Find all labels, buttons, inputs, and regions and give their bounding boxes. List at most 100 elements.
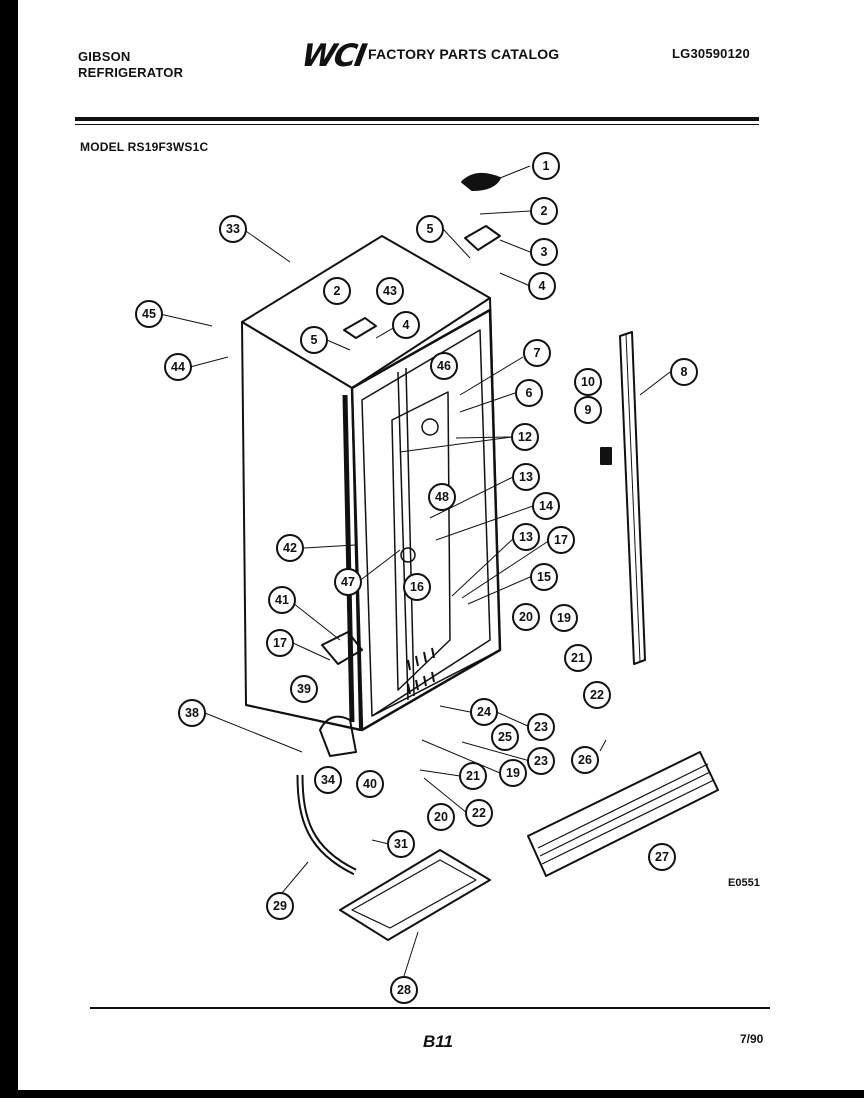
callout-5: 5 bbox=[416, 215, 444, 243]
callout-31: 31 bbox=[387, 830, 415, 858]
svg-text:16: 16 bbox=[410, 580, 424, 594]
callout-13b: 13 bbox=[512, 523, 540, 551]
callout-7: 7 bbox=[523, 339, 551, 367]
callout-9: 9 bbox=[574, 396, 602, 424]
callout-22b: 22 bbox=[465, 799, 493, 827]
svg-text:40: 40 bbox=[363, 777, 377, 791]
callout-2: 2 bbox=[530, 197, 558, 225]
svg-text:43: 43 bbox=[383, 284, 397, 298]
callout-15: 15 bbox=[530, 563, 558, 591]
svg-text:21: 21 bbox=[466, 769, 480, 783]
svg-text:27: 27 bbox=[655, 850, 669, 864]
svg-text:17: 17 bbox=[273, 636, 287, 650]
callout-16: 16 bbox=[403, 573, 431, 601]
svg-text:24: 24 bbox=[477, 705, 491, 719]
callout-4: 4 bbox=[528, 272, 556, 300]
svg-text:4: 4 bbox=[403, 318, 410, 332]
svg-text:13: 13 bbox=[519, 470, 533, 484]
cabinet-drawing bbox=[159, 165, 719, 977]
callout-25: 25 bbox=[491, 723, 519, 751]
callout-46: 46 bbox=[430, 352, 458, 380]
svg-text:48: 48 bbox=[435, 490, 449, 504]
svg-text:46: 46 bbox=[437, 359, 451, 373]
svg-text:4: 4 bbox=[539, 279, 546, 293]
svg-text:28: 28 bbox=[397, 983, 411, 997]
callout-6: 6 bbox=[515, 379, 543, 407]
svg-text:33: 33 bbox=[226, 222, 240, 236]
callout-20b: 20 bbox=[427, 803, 455, 831]
svg-text:19: 19 bbox=[557, 611, 571, 625]
callout-5b: 5 bbox=[300, 326, 328, 354]
svg-text:38: 38 bbox=[185, 706, 199, 720]
callout-19: 19 bbox=[550, 604, 578, 632]
callout-26: 26 bbox=[571, 746, 599, 774]
catalog-number: LG30590120 bbox=[672, 46, 750, 61]
callout-24: 24 bbox=[470, 698, 498, 726]
callout-2b: 2 bbox=[323, 277, 351, 305]
svg-text:20: 20 bbox=[434, 810, 448, 824]
svg-text:45: 45 bbox=[142, 307, 156, 321]
callout-23: 23 bbox=[527, 713, 555, 741]
svg-text:5: 5 bbox=[311, 333, 318, 347]
callout-43: 43 bbox=[376, 277, 404, 305]
svg-text:34: 34 bbox=[321, 773, 335, 787]
callout-33: 33 bbox=[219, 215, 247, 243]
svg-text:41: 41 bbox=[275, 593, 289, 607]
svg-text:2: 2 bbox=[334, 284, 341, 298]
svg-text:3: 3 bbox=[541, 245, 548, 259]
callout-17: 17 bbox=[547, 526, 575, 554]
callout-3: 3 bbox=[530, 238, 558, 266]
svg-text:44: 44 bbox=[171, 360, 185, 374]
callout-42: 42 bbox=[276, 534, 304, 562]
callout-8: 8 bbox=[670, 358, 698, 386]
footer-rule bbox=[90, 1007, 770, 1009]
callout-44: 44 bbox=[164, 353, 192, 381]
product-type: REFRIGERATOR bbox=[78, 65, 184, 80]
svg-text:42: 42 bbox=[283, 541, 297, 555]
svg-text:8: 8 bbox=[681, 365, 688, 379]
svg-text:21: 21 bbox=[571, 651, 585, 665]
callout-27: 27 bbox=[648, 843, 676, 871]
callout-22: 22 bbox=[583, 681, 611, 709]
callout-21b: 21 bbox=[459, 762, 487, 790]
callout-14: 14 bbox=[532, 492, 560, 520]
svg-text:19: 19 bbox=[506, 766, 520, 780]
svg-text:7: 7 bbox=[534, 346, 541, 360]
callout-13: 13 bbox=[512, 463, 540, 491]
callout-48: 48 bbox=[428, 483, 456, 511]
callout-20: 20 bbox=[512, 603, 540, 631]
svg-text:13: 13 bbox=[519, 530, 533, 544]
callout-28: 28 bbox=[390, 976, 418, 1004]
svg-text:15: 15 bbox=[537, 570, 551, 584]
svg-text:23: 23 bbox=[534, 720, 548, 734]
callout-39: 39 bbox=[290, 675, 318, 703]
svg-text:22: 22 bbox=[590, 688, 604, 702]
svg-text:23: 23 bbox=[534, 754, 548, 768]
svg-text:14: 14 bbox=[539, 499, 553, 513]
callout-1: 1 bbox=[532, 152, 560, 180]
header-rule-thin bbox=[75, 124, 759, 125]
svg-text:47: 47 bbox=[341, 575, 355, 589]
svg-text:25: 25 bbox=[498, 730, 512, 744]
callout-23b: 23 bbox=[527, 747, 555, 775]
revision-date: 7/90 bbox=[740, 1032, 764, 1046]
callout-29: 29 bbox=[266, 892, 294, 920]
svg-text:31: 31 bbox=[394, 837, 408, 851]
callout-21: 21 bbox=[564, 644, 592, 672]
callout-34: 34 bbox=[314, 766, 342, 794]
callout-17b: 17 bbox=[266, 629, 294, 657]
callout-45: 45 bbox=[135, 300, 163, 328]
brand-name: GIBSON bbox=[78, 49, 131, 64]
svg-text:9: 9 bbox=[585, 403, 592, 417]
svg-text:26: 26 bbox=[578, 753, 592, 767]
callout-41: 41 bbox=[268, 586, 296, 614]
callout-12: 12 bbox=[511, 423, 539, 451]
model-label: MODEL RS19F3WS1C bbox=[80, 140, 209, 154]
svg-text:29: 29 bbox=[273, 899, 287, 913]
svg-text:17: 17 bbox=[554, 533, 568, 547]
svg-text:5: 5 bbox=[427, 222, 434, 236]
svg-text:2: 2 bbox=[541, 204, 548, 218]
catalog-title: FACTORY PARTS CATALOG bbox=[368, 46, 560, 62]
callout-38: 38 bbox=[178, 699, 206, 727]
